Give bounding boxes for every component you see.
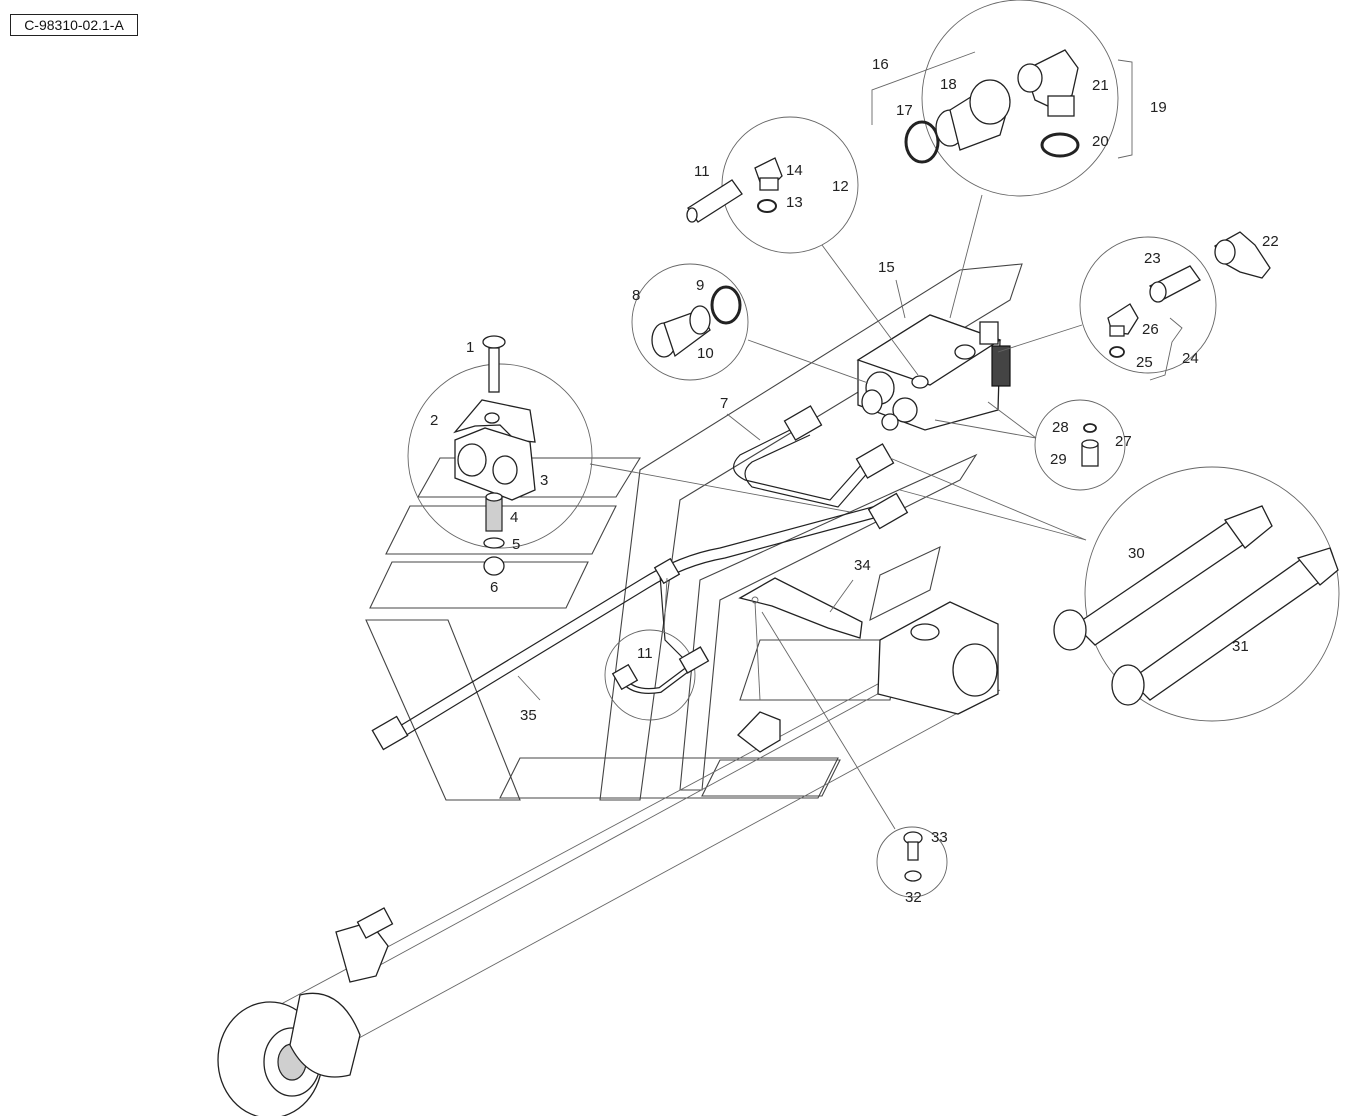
- callout-9: 9: [696, 277, 704, 294]
- plug-27: [1081, 423, 1099, 467]
- callout-20: 20: [1092, 133, 1109, 150]
- callout-14: 14: [786, 162, 803, 179]
- callout-4: 4: [510, 509, 518, 526]
- fitting-group-24: [1107, 231, 1271, 381]
- callout-labels: 1 2 3 4 5 6 7 8 9 10 11 12 13 14 15 16 1…: [430, 56, 1279, 906]
- hydraulic-tubes: [371, 405, 909, 751]
- callout-24: 24: [1182, 350, 1199, 367]
- elbow-fitting-12: [686, 157, 783, 223]
- callout-28: 28: [1052, 419, 1069, 436]
- detail-circles: [407, 0, 1340, 898]
- callout-3: 3: [540, 472, 548, 489]
- callout-8: 8: [632, 287, 640, 304]
- callout-15: 15: [878, 259, 895, 276]
- callout-35: 35: [520, 707, 537, 724]
- callout-32: 32: [905, 889, 922, 906]
- callout-10: 10: [697, 345, 714, 362]
- fitting-group-19: [871, 49, 1133, 164]
- callout-26: 26: [1142, 321, 1159, 338]
- callout-11-lower: 11: [637, 645, 653, 662]
- callout-13: 13: [786, 194, 803, 211]
- callout-17: 17: [896, 102, 913, 119]
- callout-25: 25: [1136, 354, 1153, 371]
- callout-27: 27: [1115, 433, 1132, 450]
- hose-assemblies: [1053, 505, 1339, 706]
- elbow-tube-11: [611, 646, 710, 694]
- callout-21: 21: [1092, 77, 1109, 94]
- bolt-33: [903, 831, 923, 882]
- leader-lines: [517, 194, 1087, 830]
- callout-5: 5: [512, 536, 520, 553]
- callout-22: 22: [1262, 233, 1279, 250]
- hydraulic-cylinder: [217, 601, 1001, 1116]
- callout-11: 11: [694, 163, 710, 180]
- callout-1: 1: [466, 339, 474, 356]
- callout-12: 12: [832, 178, 849, 195]
- callout-31: 31: [1232, 638, 1249, 655]
- drawing-reference-code: C-98310-02.1-A: [10, 14, 138, 36]
- callout-7: 7: [720, 395, 728, 412]
- callout-34: 34: [854, 557, 871, 574]
- bracket-34: [737, 577, 863, 753]
- clamp-assembly: [453, 335, 536, 576]
- callout-19: 19: [1150, 99, 1167, 116]
- callout-2: 2: [430, 412, 438, 429]
- callout-23: 23: [1144, 250, 1161, 267]
- adapter-fitting-8: [651, 285, 742, 358]
- callout-6: 6: [490, 579, 498, 596]
- callout-29: 29: [1050, 451, 1067, 468]
- callout-33: 33: [931, 829, 948, 846]
- callout-16: 16: [872, 56, 889, 73]
- valve-block-15: [856, 314, 1011, 431]
- callout-30: 30: [1128, 545, 1145, 562]
- callout-18: 18: [940, 76, 957, 93]
